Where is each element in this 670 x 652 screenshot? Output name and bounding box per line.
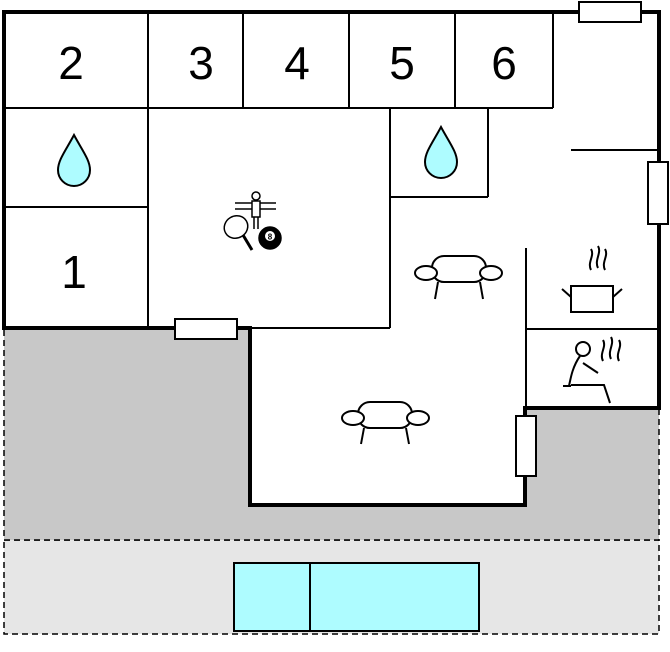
swimming-pool — [233, 562, 480, 632]
window-living — [515, 415, 537, 477]
cooking-pot-icon — [561, 245, 623, 313]
outer-walls — [2, 10, 661, 507]
window-top — [578, 1, 642, 23]
water-drop-icon — [56, 132, 92, 187]
bedroom-3-label: 3 — [188, 37, 214, 89]
bedroom-4-label: 4 — [284, 37, 310, 89]
bedroom-2-label: 2 — [58, 37, 84, 89]
bedroom-6-label: 6 — [491, 37, 517, 89]
water-drop-icon — [423, 124, 459, 179]
windows — [174, 1, 669, 477]
svg-text:8: 8 — [268, 233, 273, 242]
table-football-ping-pong-billiard-icon: 8 — [223, 191, 282, 251]
sauna-icon — [563, 336, 622, 404]
interior-walls — [4, 12, 659, 408]
bedroom-1-label: 1 — [61, 246, 87, 298]
sofa-icon — [414, 255, 503, 300]
sofa-icon — [341, 401, 430, 445]
window-right — [647, 161, 669, 225]
window-terrace — [174, 318, 238, 340]
bedroom-5-label: 5 — [389, 37, 415, 89]
